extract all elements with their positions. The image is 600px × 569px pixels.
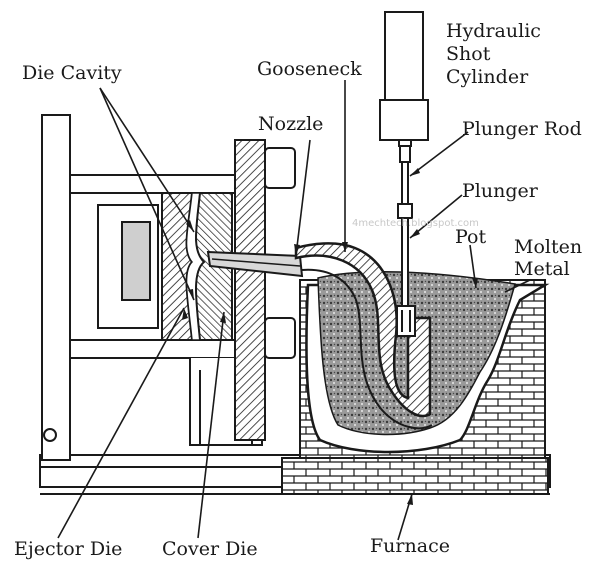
hydraulic-cylinder-shape <box>379 11 429 147</box>
label-hydraulic-line-3: Cylinder <box>446 66 529 88</box>
label-pot: Pot <box>455 226 487 248</box>
machine-frame <box>41 114 263 461</box>
label-ejector-die: Ejector Die <box>14 538 123 560</box>
label-nozzle: Nozzle <box>258 113 324 135</box>
nozzle-shape <box>206 250 304 278</box>
label-plunger-rod: Plunger Rod <box>462 118 582 140</box>
label-die-cavity: Die Cavity <box>22 62 122 84</box>
label-molten-line-1: Molten <box>514 236 583 258</box>
fixed-platen <box>234 139 296 441</box>
label-cover-die: Cover Die <box>162 538 258 560</box>
leader-lines <box>57 80 531 541</box>
label-furnace: Furnace <box>370 535 450 557</box>
label-molten-line-2: Metal <box>514 258 570 280</box>
label-plunger: Plunger <box>462 180 538 202</box>
arrowheads <box>182 168 478 505</box>
plunger-assembly <box>396 145 416 337</box>
label-hydraulic-line-1: Hydraulic <box>446 20 541 42</box>
label-gooseneck: Gooseneck <box>257 58 362 80</box>
watermark: 4mechtech.blogspot.com <box>352 218 479 229</box>
gooseneck-shape <box>294 242 433 430</box>
label-hydraulic-line-2: Shot <box>446 43 491 65</box>
